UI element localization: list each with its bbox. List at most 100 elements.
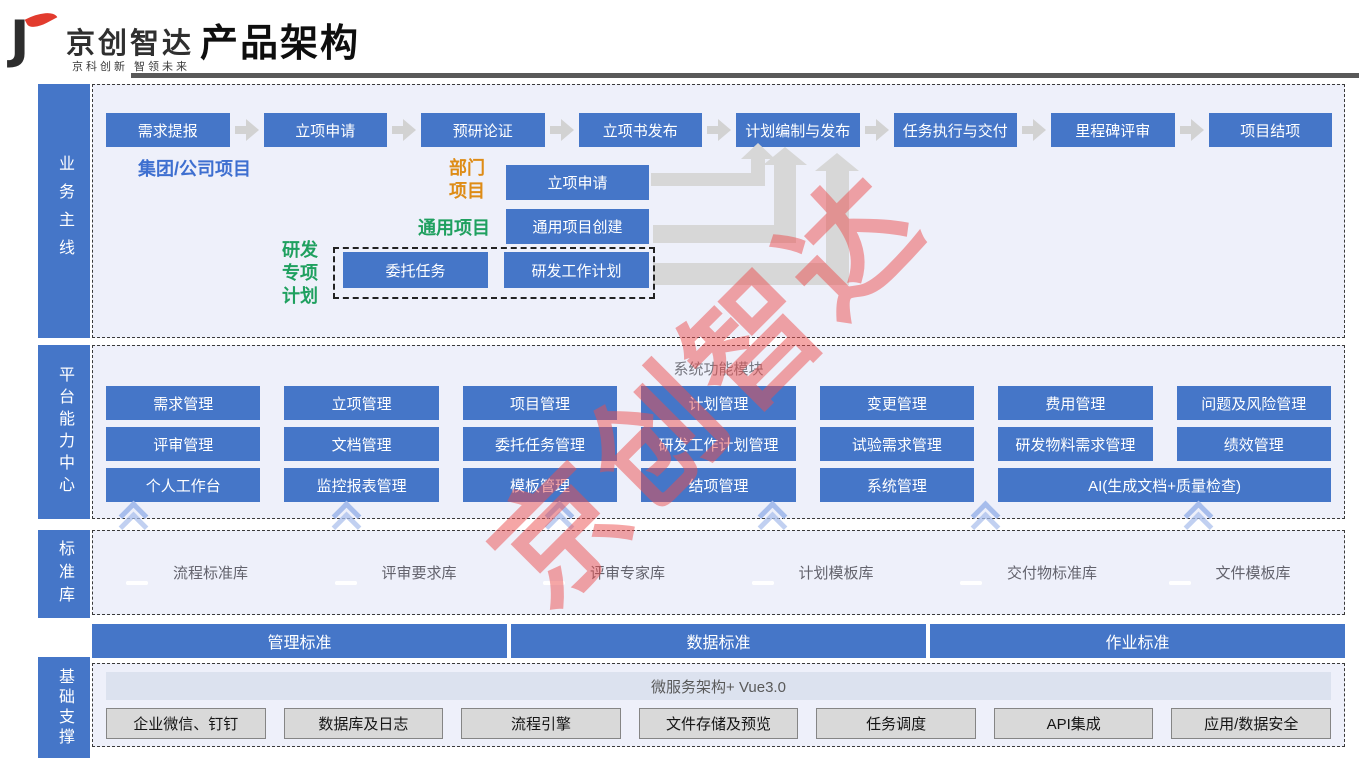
sidebar-label-foundation-support: 基础支撑: [38, 657, 90, 758]
rd-special-plan-box: [333, 247, 655, 299]
up-arrow-head-icon: [763, 147, 807, 165]
up-arrow-connector: [651, 173, 765, 186]
foundation-support-panel: 微服务架构+ Vue3.0 企业微信、钉钉 数据库及日志 流程引擎 文件存储及预…: [92, 663, 1345, 747]
module-button: 试验需求管理: [819, 427, 975, 461]
foundation-item: 应用/数据安全: [1171, 708, 1332, 739]
delegate-task-button: 委托任务: [343, 252, 488, 288]
foundation-item: 数据库及日志: [283, 708, 444, 739]
library-item: 评审要求库: [302, 562, 511, 583]
module-button: 评审管理: [106, 427, 261, 461]
business-mainline-panel: 需求提报 立项申请 预研论证 立项书发布 计划编制与发布 任务执行与交付 里程碑…: [92, 84, 1345, 338]
sidebar-label-standard-library: 标准库: [38, 530, 90, 618]
chevron-up-icon: [118, 500, 149, 542]
general-project-create-button: 通用项目创建: [506, 209, 649, 244]
flow-step: 任务执行与交付: [893, 113, 1017, 147]
library-item: 流程标准库: [93, 562, 302, 583]
standard-bars-row: 管理标准 数据标准 作业标准: [92, 624, 1345, 658]
up-arrow-connector: [653, 263, 849, 285]
logo-letter: J: [10, 10, 30, 70]
process-flow-row: 需求提报 立项申请 预研论证 立项书发布 计划编制与发布 任务执行与交付 里程碑…: [106, 113, 1332, 147]
library-item: 文件模板库: [1136, 562, 1345, 583]
module-button: 结项管理: [641, 468, 796, 502]
foundation-item: 企业微信、钉钉: [106, 708, 266, 739]
library-label: 评审专家库: [590, 565, 666, 582]
module-button: 委托任务管理: [462, 427, 618, 461]
flow-step: 预研论证: [421, 113, 545, 147]
module-button: 问题及风险管理: [1176, 386, 1331, 420]
module-button: 监控报表管理: [284, 468, 439, 502]
up-arrow-connector: [653, 225, 796, 243]
flow-step: 计划编制与发布: [736, 113, 860, 147]
module-button: 模板管理: [462, 468, 618, 502]
library-grid: 流程标准库 评审要求库 评审专家库 计划模板库 交付物标准库 文件模板库: [93, 531, 1344, 614]
library-label: 交付物标准库: [1007, 565, 1098, 582]
rd-work-plan-button: 研发工作计划: [504, 252, 649, 288]
microservice-architecture-bar: 微服务架构+ Vue3.0: [106, 672, 1331, 700]
sidebar-label-text: 基础支撑: [56, 667, 73, 748]
header-divider: [131, 73, 1359, 78]
arrow-right-icon: [545, 113, 579, 147]
general-project-label: 通用项目: [418, 218, 490, 238]
arrow-right-icon: [860, 113, 894, 147]
rd-special-plan-label: 研发专项计划: [282, 240, 318, 306]
module-button: 研发工作计划管理: [641, 427, 796, 461]
platform-capability-panel: 系统功能模块 需求管理 立项管理 项目管理 计划管理 变更管理 费用管理 问题及…: [92, 345, 1345, 519]
up-arrow-connector: [774, 164, 796, 228]
module-button: 变更管理: [819, 386, 975, 420]
up-arrow-connector: [751, 158, 765, 176]
chevron-up-icon: [757, 500, 788, 542]
library-item: 交付物标准库: [927, 562, 1136, 583]
library-label: 计划模板库: [798, 565, 874, 582]
sidebar-label-text: 平台能力中心: [56, 366, 73, 498]
operation-standard-bar: 作业标准: [930, 624, 1345, 658]
module-button: 计划管理: [641, 386, 796, 420]
arrow-right-icon: [387, 113, 421, 147]
sidebar-label-text: 标准库: [56, 539, 73, 609]
foundation-item: API集成: [993, 708, 1154, 739]
data-standard-bar: 数据标准: [511, 624, 926, 658]
library-item: 计划模板库: [719, 562, 928, 583]
system-modules-title: 系统功能模块: [673, 361, 764, 378]
department-project-label: 部门项目: [449, 158, 485, 201]
arrow-right-icon: [1017, 113, 1051, 147]
library-label: 流程标准库: [173, 565, 249, 582]
flow-step: 项目结项: [1208, 113, 1332, 147]
flow-step: 需求提报: [106, 113, 230, 147]
management-standard-bar: 管理标准: [92, 624, 507, 658]
group-company-project-label: 集团/公司项目: [138, 159, 252, 179]
up-arrow-head-icon: [815, 153, 859, 171]
foundation-item: 文件存储及预览: [638, 708, 799, 739]
foundation-item: 任务调度: [816, 708, 976, 739]
module-button: 立项管理: [284, 386, 439, 420]
module-button: 个人工作台: [106, 468, 261, 502]
flow-step: 立项申请: [263, 113, 387, 147]
standard-library-panel: 流程标准库 评审要求库 评审专家库 计划模板库 交付物标准库 文件模板库: [92, 530, 1345, 615]
flow-step: 里程碑评审: [1051, 113, 1175, 147]
page-title: 产品架构: [200, 23, 361, 65]
module-button: 需求管理: [106, 386, 261, 420]
arrow-right-icon: [702, 113, 736, 147]
module-button: 绩效管理: [1176, 427, 1331, 461]
foundation-items-row: 企业微信、钉钉 数据库及日志 流程引擎 文件存储及预览 任务调度 API集成 应…: [106, 708, 1332, 739]
foundation-item: 流程引擎: [461, 708, 621, 739]
up-arrow-connector: [826, 170, 849, 266]
module-button: 文档管理: [284, 427, 439, 461]
company-logo: J: [10, 5, 64, 70]
module-grid: 需求管理 立项管理 项目管理 计划管理 变更管理 费用管理 问题及风险管理 评审…: [106, 386, 1331, 502]
flow-step: 立项书发布: [578, 113, 702, 147]
chevron-up-icon: [544, 500, 575, 542]
brand-slogan: 京科创新 智领未来: [72, 61, 191, 73]
chevron-up-icon: [1183, 500, 1214, 542]
arrow-right-icon: [1175, 113, 1209, 147]
module-button: 费用管理: [998, 386, 1153, 420]
sidebar-label-platform-capability: 平台能力中心: [38, 345, 90, 519]
logo-swoosh-icon: [24, 5, 58, 32]
chevron-up-icon: [970, 500, 1001, 542]
chevron-up-icon: [331, 500, 362, 542]
module-button: 研发物料需求管理: [998, 427, 1153, 461]
module-button: 系统管理: [819, 468, 975, 502]
brand-name: 京创智达: [66, 28, 195, 60]
library-label: 文件模板库: [1215, 565, 1291, 582]
ai-module-button: AI(生成文档+质量检查): [998, 468, 1331, 502]
library-label: 评审要求库: [381, 565, 457, 582]
